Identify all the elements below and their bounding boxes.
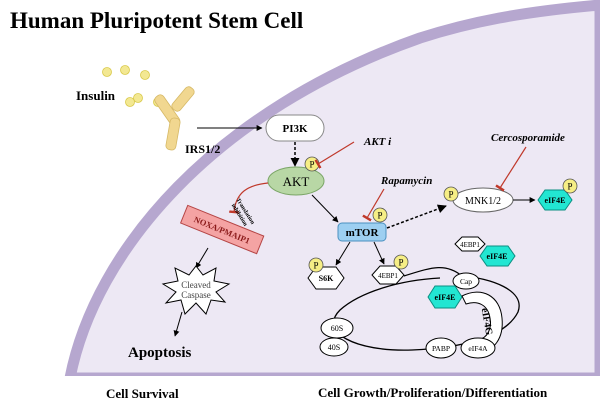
eif4e-node-mid: [479, 245, 516, 267]
akt-inhibitor-label: AKT i: [363, 136, 392, 148]
caspase-label-2: Caspase: [181, 290, 211, 300]
akt-label: AKT: [283, 174, 310, 189]
insulin-label: Insulin: [76, 88, 116, 103]
caspase-to-apoptosis-arrow: [173, 311, 183, 337]
mnk-phospho-label: P: [448, 190, 453, 200]
cell-survival-label: Cell Survival: [106, 386, 179, 401]
mtor-to-mnk-arrow: [386, 204, 447, 229]
rapamycin-line: [362, 188, 385, 222]
caspase-label-1: Cleaved: [181, 280, 211, 290]
eif4a-label: eIF4A: [468, 344, 488, 353]
ribosome-60s-label: 60S: [331, 324, 343, 333]
eif4a-node: [460, 337, 496, 359]
mtor-label: mTOR: [346, 227, 380, 239]
mnk-label: MNK1/2: [465, 196, 501, 207]
cap-node: [452, 272, 480, 290]
insulin-receptor: [154, 86, 195, 151]
eif4e-phospho-badge: [562, 178, 578, 194]
cell-bottom-cover: [60, 376, 600, 416]
ebp1-phospho-badge: [393, 254, 409, 270]
akt-node: [267, 166, 325, 196]
mnk-phospho-badge: [443, 186, 459, 202]
cercosporamide-label: Cercosporamide: [491, 132, 565, 144]
page-title: Human Pluripotent Stem Cell: [10, 8, 303, 33]
akt-phospho-label: P: [309, 160, 314, 170]
cercosporamide-line: [495, 146, 527, 192]
akt-inhibitor-line: [314, 141, 355, 169]
ribosome-40s: [319, 337, 349, 357]
eif4e-label-top: eIF4E: [545, 196, 566, 205]
ebp1-label-free: 4EBP1: [378, 272, 398, 280]
eif4e-phospho-label: P: [567, 182, 572, 192]
ebp1-node-free: [371, 265, 405, 285]
pabp-label: PABP: [432, 344, 450, 353]
mtor-phospho-badge: [372, 207, 388, 223]
apoptosis-label: Apoptosis: [128, 345, 192, 361]
rapamycin-label: Rapamycin: [380, 175, 432, 187]
mtor-node: [337, 222, 387, 242]
ebp1-release-curve: [403, 267, 463, 277]
s6k-phospho-badge: [308, 257, 324, 273]
cap-label: Cap: [460, 277, 472, 286]
eif4e-label-complex: eIF4E: [435, 293, 456, 302]
mtor-phospho-label: P: [377, 211, 382, 221]
cell-growth-label: Cell Growth/Proliferation/Differentiatio…: [318, 385, 548, 400]
translation-complex-ring: [333, 275, 520, 351]
eif4g-label: eIF4G: [479, 307, 495, 336]
mtor-to-s6k-arrow: [335, 241, 351, 266]
ebp1-node-bound: [454, 236, 486, 252]
akt-to-mtor-arrow: [311, 194, 339, 223]
receptor-label: IRS1/2: [185, 142, 220, 156]
ebp1-label-bound: 4EBP1: [460, 241, 480, 249]
akt-to-noxa-inhibit: [229, 182, 269, 214]
pi3k-label: PI3K: [282, 123, 308, 135]
noxa-to-caspase-arrow: [195, 247, 209, 269]
pi3k-node: [265, 114, 325, 142]
mtor-to-4ebp1-arrow: [373, 241, 385, 265]
eif4e-node-top: [537, 189, 573, 211]
ebp1-phospho-label: P: [398, 258, 403, 268]
s6k-phospho-label: P: [313, 261, 318, 271]
cleaved-caspase-burst: [161, 265, 231, 315]
ribosome-40s-label: 40S: [328, 343, 340, 352]
s6k-label: S6K: [319, 274, 334, 283]
eif4e-label-mid: eIF4E: [487, 252, 508, 261]
pabp-node: [425, 337, 457, 359]
